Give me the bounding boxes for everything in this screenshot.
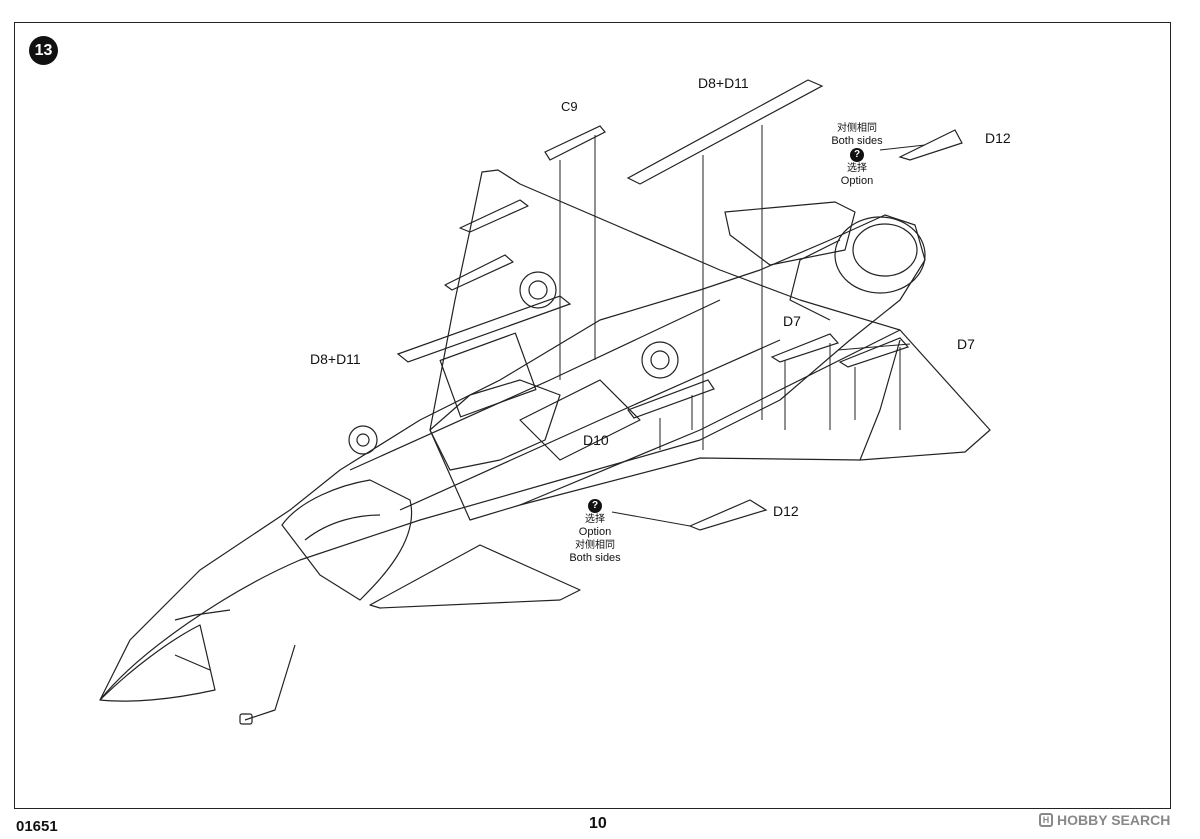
- canard: [369, 544, 581, 609]
- label-d12-bottom: D12: [773, 503, 799, 519]
- label-d8-d11-top: D8+D11: [698, 75, 749, 91]
- note-top-option-cn: 选择: [847, 163, 867, 174]
- note-top: 对侧相同 Both sides ? 选择 Option: [825, 122, 889, 188]
- fuselage: [99, 214, 926, 701]
- hobby-search-logo-icon: H: [1039, 813, 1053, 827]
- label-c9: C9: [561, 99, 578, 114]
- product-code: 01651: [16, 818, 58, 835]
- part-d8-d11-top: [626, 79, 824, 185]
- note-bottom-option-cn: 选择: [585, 514, 605, 525]
- label-d12-top: D12: [985, 130, 1011, 146]
- watermark: H HOBBY SEARCH: [1039, 810, 1189, 830]
- label-d8-d11-left: D8+D11: [310, 351, 361, 367]
- canopy: [281, 479, 413, 601]
- part-d12-bottom: [688, 499, 768, 531]
- part-c9: [544, 125, 606, 161]
- step-number-badge: 13: [29, 36, 58, 65]
- note-bottom: ? 选择 Option 对侧相同 Both sides: [563, 499, 627, 565]
- note-bottom-option-en: Option: [578, 526, 612, 538]
- note-bottom-both-en: Both sides: [569, 552, 621, 564]
- note-bottom-both-cn: 对侧相同: [575, 540, 615, 551]
- label-d7-b: D7: [957, 336, 975, 352]
- nose-gear-wheel: [348, 425, 378, 455]
- nose-cone: [99, 624, 216, 702]
- delta-wing: [429, 169, 991, 521]
- note-top-both-cn: 对侧相同: [837, 123, 877, 134]
- vertical-fin: [724, 201, 856, 266]
- part-d7-a: [770, 333, 840, 363]
- main-gear-wheel-right: [641, 341, 679, 379]
- question-icon: ?: [588, 499, 602, 513]
- instruction-frame: [14, 22, 1171, 809]
- note-top-both-en: Both sides: [831, 135, 883, 147]
- label-d10: D10: [583, 432, 609, 448]
- engine-nozzle: [834, 216, 926, 294]
- question-icon: ?: [850, 148, 864, 162]
- main-gear-wheel-left: [519, 271, 557, 309]
- part-d8-d11-left: [396, 295, 572, 363]
- part-d10: [627, 379, 715, 419]
- page-number: 10: [589, 815, 607, 832]
- note-top-option-en: Option: [840, 175, 874, 187]
- watermark-text: HOBBY SEARCH: [1057, 812, 1171, 828]
- label-d7-a: D7: [783, 313, 801, 329]
- part-d12-top: [898, 129, 963, 161]
